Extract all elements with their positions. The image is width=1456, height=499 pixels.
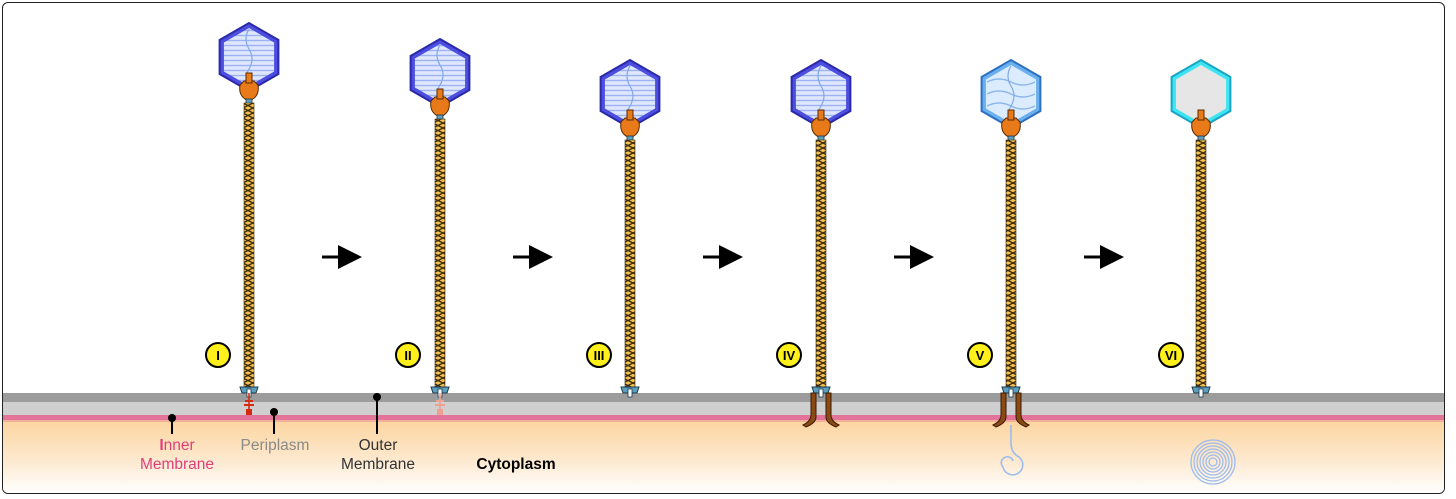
ejection-tube-right — [1015, 392, 1030, 428]
packaged-dna — [795, 65, 847, 123]
stage-badge: V — [967, 342, 993, 368]
stage-numeral: III — [594, 348, 605, 363]
tail-tube — [1005, 139, 1017, 388]
stage-ii: II — [395, 37, 471, 415]
stage-i: I — [205, 21, 280, 415]
stage-v: V — [967, 58, 1042, 476]
stage-numeral: I — [216, 348, 220, 363]
tail-tip-protein — [435, 393, 445, 415]
outer-membrane-pointer — [373, 393, 381, 401]
stage-iv: IV — [776, 58, 852, 428]
outer-membrane-label-line2: Membrane — [341, 456, 415, 473]
outer-membrane-label: Outer — [359, 437, 398, 454]
inner-membrane-label-line2: Membrane — [140, 456, 214, 473]
portal-connector — [430, 96, 450, 118]
tail-tube — [624, 139, 636, 388]
ejection-tube-right — [825, 392, 840, 428]
stage-badge: II — [395, 342, 421, 368]
packaged-dna — [223, 28, 275, 86]
stage-numeral: V — [976, 348, 985, 363]
periplasm-pointer — [270, 408, 278, 416]
tail-tube — [1195, 139, 1207, 388]
tail-tube — [243, 102, 255, 388]
cytoplasm-label: Cytoplasm — [476, 456, 555, 473]
tail-tube — [815, 139, 827, 388]
portal-connector — [239, 80, 259, 102]
tail-tube — [434, 118, 446, 388]
stage-iii: III — [586, 58, 661, 398]
stage-numeral: VI — [1165, 348, 1177, 363]
portal-connector — [811, 117, 831, 139]
empty-capsid-interior — [1175, 65, 1227, 123]
stage-vi: VI — [1158, 58, 1236, 485]
injected-dna-coil — [1190, 439, 1236, 485]
tail-tip-protein — [244, 393, 254, 415]
inner-membrane-pointer — [168, 414, 176, 422]
periplasm-band — [3, 402, 1444, 415]
stage-numeral: II — [404, 348, 411, 363]
injected-dna — [1000, 425, 1024, 476]
outer-membrane-band — [3, 393, 1444, 402]
ejection-tube-left — [992, 392, 1007, 428]
packaged-dna — [604, 65, 656, 123]
ejection-tube-left — [802, 392, 817, 428]
stage-badge: IV — [776, 342, 802, 368]
label-pointers — [168, 393, 381, 434]
stage-badge: VI — [1158, 342, 1184, 368]
stage-badge: I — [205, 342, 231, 368]
stage-badge: III — [586, 342, 612, 368]
inner-membrane-label: Inner — [159, 437, 194, 454]
stage-numeral: IV — [783, 348, 796, 363]
portal-connector — [620, 117, 640, 139]
portal-connector — [1191, 117, 1211, 139]
periplasm-label: Periplasm — [241, 437, 310, 454]
inner-membrane-band — [3, 415, 1444, 420]
packaged-dna — [414, 44, 466, 102]
portal-connector — [1001, 117, 1021, 139]
